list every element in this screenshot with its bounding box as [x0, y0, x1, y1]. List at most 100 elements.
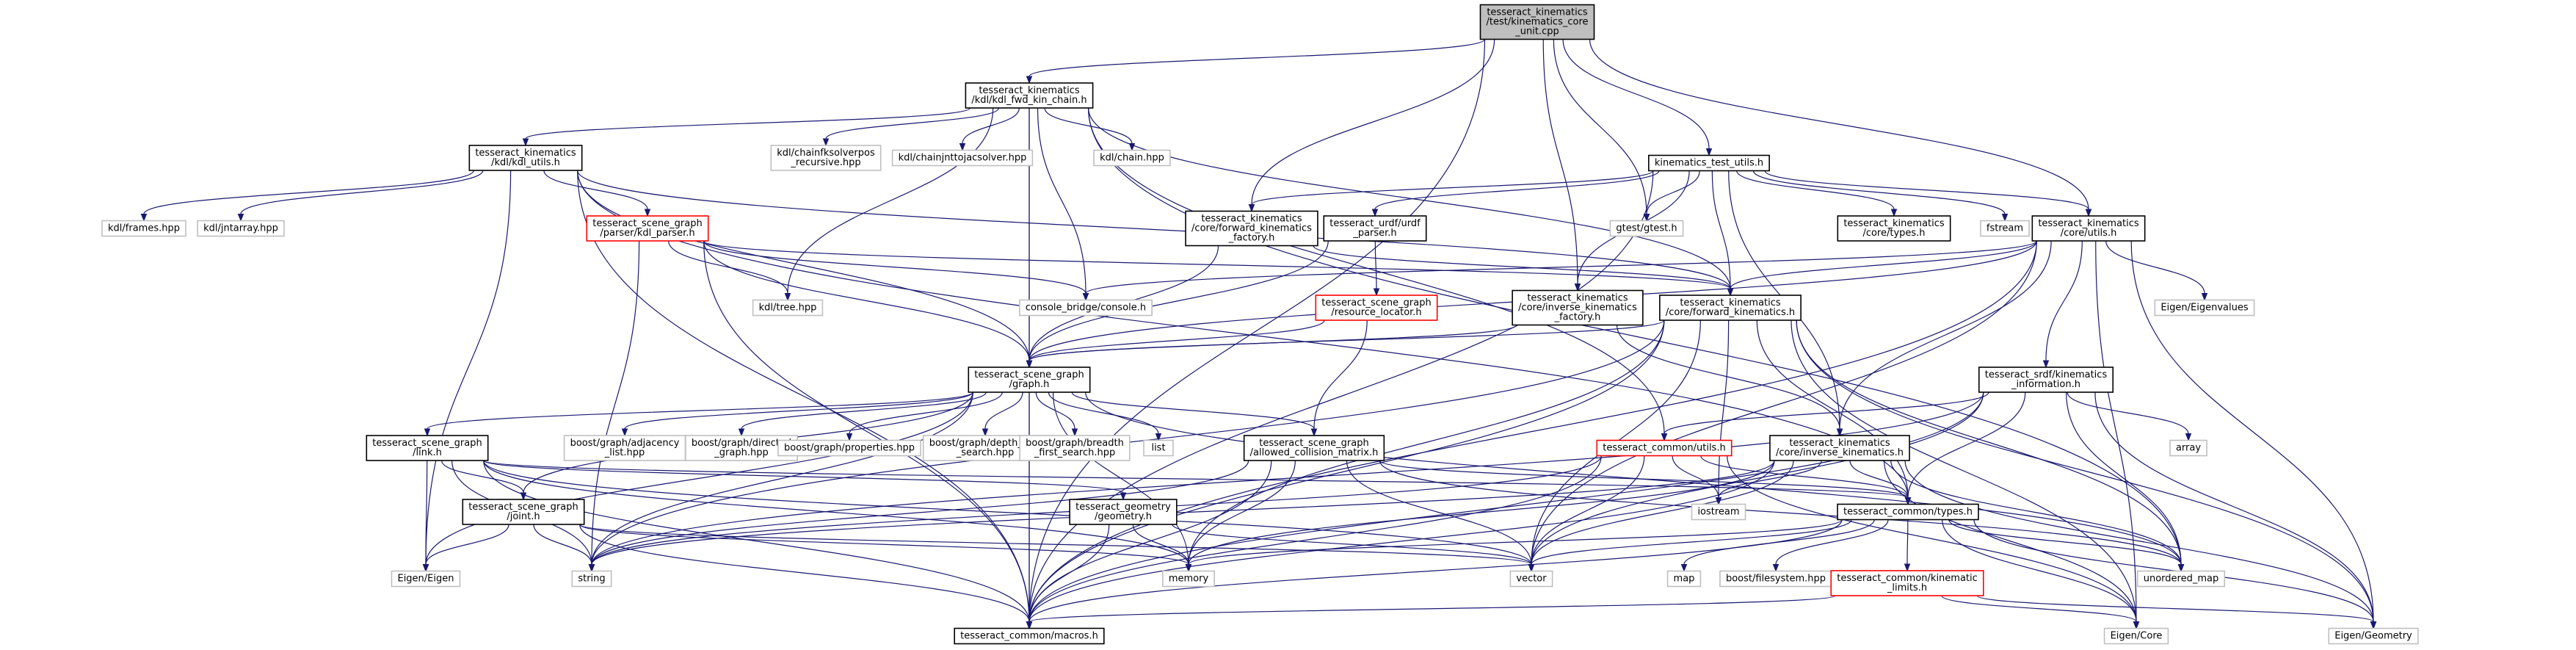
node-array[interactable]: array — [2169, 439, 2207, 457]
edge-arrowhead — [1371, 209, 1379, 217]
edge-arrowhead — [1680, 564, 1688, 572]
edge-line — [1251, 39, 1495, 205]
node-box — [1830, 570, 1984, 596]
edge-line — [1718, 319, 1730, 498]
node-iostream[interactable]: iostream — [1691, 503, 1746, 521]
node-unordered-map[interactable]: unordered_map — [2136, 570, 2226, 588]
node-label-line: tesseract_kinematics — [475, 148, 576, 159]
node-string[interactable]: string — [571, 570, 612, 588]
node-root[interactable]: tesseract_kinematics/test/kinematics_cor… — [1479, 4, 1595, 40]
node-kin-test-utils[interactable]: kinematics_test_utils.h — [1648, 154, 1770, 172]
node-label-line: /geometry.h — [1095, 511, 1152, 522]
edge-line — [425, 391, 973, 565]
edge-line — [1775, 519, 1889, 565]
node-kdl-fwd[interactable]: tesseract_kinematics/kdl/kdl_fwd_kin_cha… — [965, 82, 1094, 109]
edge-line — [1942, 519, 2137, 622]
node-graph[interactable]: tesseract_scene_graph/graph.h — [968, 366, 1091, 393]
edge-line — [1531, 455, 1645, 565]
edge-line — [1663, 391, 1989, 434]
node-console-bridge[interactable]: console_bridge/console.h — [1019, 299, 1153, 317]
node-resource-locator[interactable]: tesseract_scene_graph/resource_locator.h — [1315, 295, 1438, 321]
node-common-types[interactable]: tesseract_common/types.h — [1837, 503, 1979, 521]
node-eigen-geometry[interactable]: Eigen/Geometry — [2328, 627, 2419, 645]
node-eigen-core[interactable]: Eigen/Core — [2103, 627, 2169, 645]
node-label-line: kdl/chainjnttojacsolver.hpp — [899, 153, 1027, 164]
edge-line — [1941, 595, 2137, 623]
edge-arrowhead — [644, 209, 651, 217]
node-kdltree[interactable]: kdl/tree.hpp — [752, 299, 824, 317]
edge-arrowhead — [1643, 214, 1650, 222]
node-fwd-kin-factory[interactable]: tesseract_kinematics/core/forward_kinema… — [1185, 210, 1318, 247]
node-memory[interactable]: memory — [1162, 570, 1215, 588]
node-adjlist[interactable]: boost/graph/adjacency_list.hpp — [563, 435, 686, 461]
node-kdl-parser[interactable]: tesseract_scene_graph/parser/kdl_parser.… — [586, 215, 709, 242]
node-eigenvalues[interactable]: Eigen/Eigenvalues — [2154, 299, 2255, 317]
node-kdljntarray[interactable]: kdl/jntarray.hpp — [197, 220, 285, 237]
node-srdf-kin[interactable]: tesseract_srdf/kinematics_information.h — [1978, 366, 2114, 393]
edge-line — [1553, 39, 1647, 214]
node-chainjnt[interactable]: kdl/chainjnttojacsolver.hpp — [891, 149, 1034, 167]
node-acm[interactable]: tesseract_scene_graph/allowed_collision_… — [1243, 435, 1385, 461]
edge-line — [1718, 460, 1822, 498]
node-box — [1512, 289, 1644, 326]
node-core-utils[interactable]: tesseract_kinematics/core/utils.h — [2031, 215, 2146, 242]
node-common-utils[interactable]: tesseract_common/utils.h — [1596, 439, 1733, 457]
node-kdl-utils[interactable]: tesseract_kinematics/kdl/kdl_utils.h — [468, 145, 583, 171]
node-map[interactable]: map — [1666, 570, 1702, 588]
edge-line — [1313, 245, 1731, 289]
edge-root-to-gtest — [1553, 39, 1650, 222]
node-kdlframes[interactable]: kdl/frames.hpp — [101, 220, 186, 237]
node-properties[interactable]: boost/graph/properties.hpp — [777, 439, 921, 457]
node-bfs[interactable]: boost/graph/breadth_first_search.hpp — [1019, 435, 1131, 461]
node-label-line: tesseract_common/macros.h — [960, 631, 1098, 642]
node-label-line: _unit.cpp — [1514, 26, 1559, 37]
edge-kdl-parser-to-kdltree — [668, 240, 791, 301]
edge-line — [579, 524, 1030, 622]
node-label-line: /kdl/kdl_utils.h — [491, 157, 560, 168]
edge-fwd-kin-to-graph — [1026, 319, 1665, 369]
edge-line — [579, 524, 1189, 566]
edge-kdl-utils-to-fwd-kin — [577, 170, 1734, 297]
node-inv-kin-factory[interactable]: tesseract_kinematics/core/inverse_kinema… — [1512, 289, 1644, 326]
node-inv-kin[interactable]: tesseract_kinematics/core/inverse_kinema… — [1769, 435, 1910, 461]
node-kinematic-limits[interactable]: tesseract_common/kinematic_limits.h — [1830, 570, 1984, 596]
node-label-line: boost/graph/directed — [692, 438, 791, 449]
node-label-line: /core/forward_kinematics.h — [1666, 307, 1795, 318]
edge-kdl-fwd-to-chainfk — [822, 107, 1000, 147]
node-link[interactable]: tesseract_scene_graph/link.h — [366, 435, 489, 461]
node-fstream[interactable]: fstream — [1980, 220, 2030, 237]
node-eigen-eigen[interactable]: Eigen/Eigen — [391, 570, 461, 588]
node-chainfk[interactable]: kdl/chainfksolverpos_recursive.hpp — [770, 145, 882, 171]
node-urdf-parser[interactable]: tesseract_urdf/urdf_parser.h — [1323, 215, 1427, 242]
node-box — [1648, 154, 1770, 172]
edge-root-to-core-utils — [1589, 39, 2092, 217]
node-kdlchain[interactable]: kdl/chain.hpp — [1093, 149, 1171, 167]
node-fwd-kin[interactable]: tesseract_kinematics/core/forward_kinema… — [1659, 295, 1802, 321]
edge-line — [483, 460, 1189, 565]
node-label-line: tesseract_kinematics — [1487, 7, 1588, 18]
node-core-types[interactable]: tesseract_kinematics/core/types.h — [1837, 215, 1951, 242]
edge-kinematic-limits-to-eigen-geometry — [1976, 595, 2377, 629]
node-gtest[interactable]: gtest/gtest.h — [1609, 220, 1684, 237]
node-label-line: tesseract_kinematics — [1843, 218, 1945, 229]
node-list[interactable]: list — [1143, 439, 1174, 457]
node-label-line: string — [578, 574, 605, 585]
node-macros[interactable]: tesseract_common/macros.h — [954, 627, 1105, 645]
node-label-line: tesseract_scene_graph — [468, 502, 578, 513]
edge-core-utils-to-console-bridge — [1082, 240, 2037, 301]
node-vector[interactable]: vector — [1509, 570, 1553, 588]
node-box — [1162, 570, 1215, 588]
edge-line — [1531, 240, 2037, 565]
edge-line — [577, 170, 1030, 361]
node-box — [563, 435, 686, 461]
edge-arrowhead — [1661, 433, 1668, 441]
node-box — [1837, 215, 1951, 242]
node-filesystem[interactable]: boost/filesystem.hpp — [1719, 570, 1832, 588]
edge-common-types-to-unordered-map — [1948, 519, 2185, 572]
node-geometry[interactable]: tesseract_geometry/geometry.h — [1069, 499, 1178, 525]
node-label-line: kdl/chainfksolverpos — [777, 148, 875, 159]
node-joint[interactable]: tesseract_scene_graph/joint.h — [462, 499, 585, 525]
edge-line — [427, 391, 973, 430]
edge-line — [1188, 319, 1665, 565]
node-label-line: _list.hpp — [604, 447, 645, 458]
